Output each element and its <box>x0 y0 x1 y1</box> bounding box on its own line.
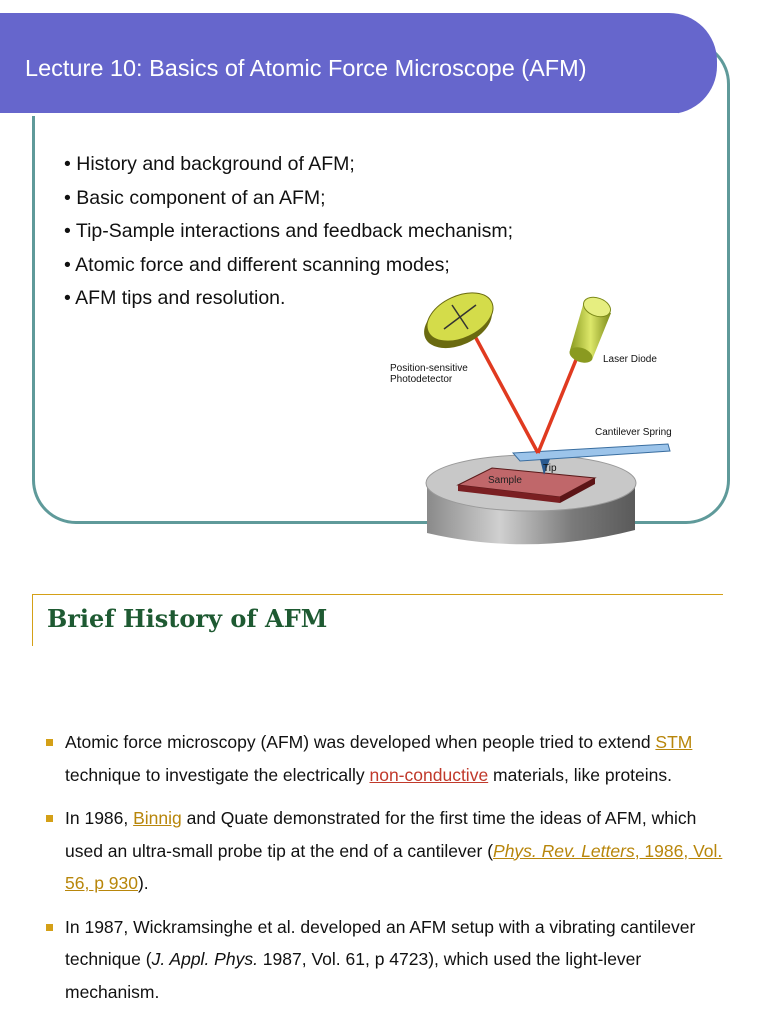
sample-label: Sample <box>488 475 522 486</box>
title-underline <box>0 113 678 116</box>
topic-item: • History and background of AFM; <box>64 153 355 175</box>
history-text: ). <box>137 873 149 893</box>
tip-label: Tip <box>543 463 557 474</box>
photodetector-label-2: Photodetector <box>390 374 453 385</box>
slide-brief-history: Brief History of AFM Atomic force micros… <box>0 560 768 1024</box>
bullet-square-icon <box>46 923 53 931</box>
history-text: technique to investigate the electricall… <box>65 764 370 785</box>
history-text: Atomic force microscopy (AFM) was develo… <box>65 732 656 752</box>
citation-link[interactable]: , 1986, Vol. 56, p 930 <box>65 840 723 894</box>
bullet-square-icon <box>46 739 53 746</box>
phys-rev-letters-link[interactable]: Phys. Rev. Letters <box>493 840 635 861</box>
slide-afm-basics: Lecture 10: Basics of Atomic Force Micro… <box>0 13 730 545</box>
topic-item: • AFM tips and resolution. <box>64 287 286 309</box>
title-bar: Lecture 10: Basics of Atomic Force Micro… <box>0 13 717 116</box>
journal-name: J. Appl. Phys. <box>151 949 258 969</box>
section-title: Brief History of AFM <box>47 604 328 633</box>
photodetector <box>424 292 494 349</box>
history-item: In 1986, Binnig and Quate demonstrated f… <box>46 802 726 900</box>
topic-item: • Atomic force and different scanning mo… <box>64 253 450 276</box>
heading-rule <box>32 594 723 595</box>
laser-diode <box>569 296 612 363</box>
history-item: In 1987, Wickramsinghe et al. developed … <box>46 911 726 1009</box>
history-list: Atomic force microscopy (AFM) was develo… <box>46 726 726 1019</box>
cantilever-label: Cantilever Spring <box>595 427 672 438</box>
photodetector-label-1: Position-sensitive <box>390 363 468 374</box>
history-text: 1987, Vol. 61, p 4723), which used the l… <box>65 949 642 1002</box>
cantilever <box>511 443 671 475</box>
topic-list: • History and background of AFM; • Basic… <box>64 148 513 316</box>
history-item: Atomic force microscopy (AFM) was develo… <box>46 726 726 791</box>
afm-diagram: Position-sensitive Photodetector Laser D… <box>390 292 672 545</box>
stm-link[interactable]: STM <box>655 732 693 752</box>
history-text: In 1986, <box>65 808 134 828</box>
sample-stage <box>425 454 637 545</box>
history-text: In 1987, Wickramsinghe et al. developed … <box>65 916 696 970</box>
history-text: and Quate demonstrated for the first tim… <box>65 808 697 861</box>
laser-label: Laser Diode <box>603 354 657 365</box>
bullet-square-icon <box>46 815 53 822</box>
non-conductive-link[interactable]: non-conductive <box>369 764 489 785</box>
binnig-link[interactable]: Binnig <box>133 808 182 828</box>
slide-title: Lecture 10: Basics of Atomic Force Micro… <box>25 55 587 81</box>
topic-item: • Basic component of an AFM; <box>64 186 326 209</box>
topic-item: • Tip-Sample interactions and feedback m… <box>64 220 514 242</box>
laser-beam-incident <box>536 349 582 454</box>
slide-frame <box>32 40 730 524</box>
history-text: materials, like proteins. <box>488 764 673 785</box>
sample-block <box>456 467 597 503</box>
laser-beam-reflected <box>468 326 540 454</box>
heading-side-rule <box>32 594 33 646</box>
